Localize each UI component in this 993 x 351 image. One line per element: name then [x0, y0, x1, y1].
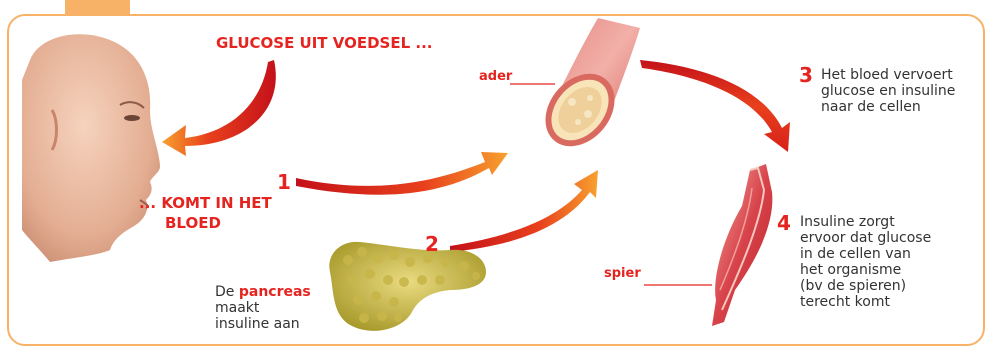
muscle-illustration — [644, 164, 772, 326]
into-blood-label-line2: BLOED — [165, 214, 221, 232]
step-1-number: 1 — [277, 170, 291, 194]
step-4-line: terecht komt — [800, 294, 931, 310]
step-2-number: 2 — [425, 232, 439, 256]
step-3-number: 3 — [799, 63, 813, 87]
pancreas-prefix: De — [215, 284, 239, 300]
step-4-line: in de cellen van — [800, 246, 931, 262]
step-4-line: (bv de spieren) — [800, 278, 931, 294]
into-blood-label-line1: ... KOMT IN HET — [139, 194, 272, 212]
step-3-description: Het bloed vervoert glucose en insuline n… — [821, 67, 955, 115]
vein-label: ader — [479, 69, 512, 84]
pancreas-line: insuline aan — [215, 316, 311, 332]
pancreas-description: De pancreas maakt insuline aan — [215, 284, 311, 332]
step-4-line: Insuline zorgt — [800, 214, 931, 230]
muscle-label: spier — [604, 266, 641, 281]
step-4-number: 4 — [777, 211, 791, 235]
step-4-line: het organisme — [800, 262, 931, 278]
pancreas-illustration — [329, 242, 486, 331]
arrow-food-to-head — [162, 60, 276, 156]
step-3-line: Het bloed vervoert — [821, 67, 955, 83]
pancreas-line: maakt — [215, 300, 311, 316]
arrow-3-to-muscle — [640, 60, 790, 152]
pancreas-highlight: pancreas — [239, 284, 311, 300]
pancreas-line-1: De pancreas — [215, 284, 311, 300]
step-3-line: naar de cellen — [821, 99, 955, 115]
arrow-1-to-vein — [296, 152, 508, 195]
step-3-line: glucose en insuline — [821, 83, 955, 99]
arrow-2-to-vein — [450, 170, 598, 252]
step-4-line: ervoor dat glucose — [800, 230, 931, 246]
food-glucose-label: GLUCOSE UIT VOEDSEL ... — [216, 34, 432, 52]
human-head-illustration — [22, 34, 160, 262]
step-4-description: Insuline zorgt ervoor dat glucose in de … — [800, 214, 931, 310]
blood-vessel-illustration — [510, 18, 640, 160]
